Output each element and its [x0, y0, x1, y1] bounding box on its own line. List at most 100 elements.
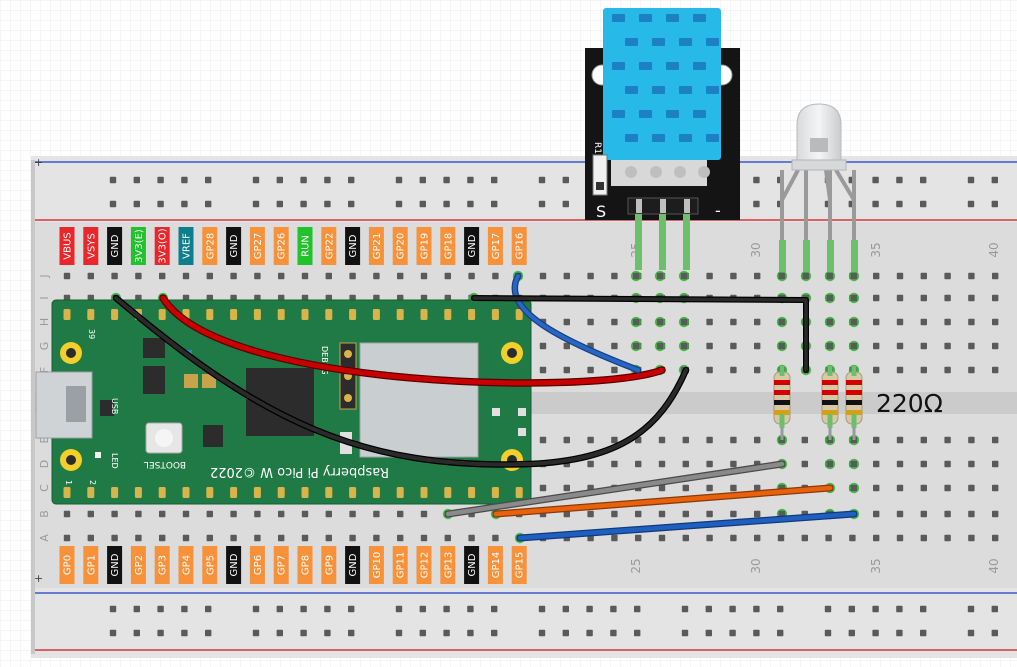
breadboard-hole [252, 629, 260, 637]
breadboard-hole [729, 605, 736, 613]
breadboard-hole [754, 484, 761, 492]
column-number: 40 [987, 242, 1001, 257]
breadboard-hole [395, 200, 403, 208]
breadboard-hole [562, 605, 569, 613]
breadboard-hole [492, 272, 499, 280]
breadboard-hole [682, 510, 689, 518]
pin-label: GND [107, 227, 123, 265]
breadboard-hole [325, 272, 332, 280]
svg-text:GP5: GP5 [205, 555, 216, 575]
breadboard-hole [491, 176, 498, 184]
breadboard-hole [539, 342, 547, 350]
svg-text:GP22: GP22 [324, 233, 335, 260]
board-pad [491, 487, 499, 498]
breadboard-hole [587, 460, 594, 468]
breadboard-hole [635, 460, 642, 468]
breadboard-hole [968, 294, 975, 302]
breadboard-hole [420, 272, 428, 280]
svg-text:GP26: GP26 [277, 233, 288, 260]
breadboard-hole [658, 436, 666, 444]
resistor-220-ohm [773, 366, 791, 440]
breadboard-hole [538, 176, 546, 184]
column-number: 35 [869, 242, 883, 257]
breadboard-hole [873, 342, 880, 350]
breadboard-hole [992, 272, 999, 280]
pin-label-1: 1 [64, 480, 73, 485]
pin-label: GP3 [154, 546, 170, 584]
breadboard-hole [992, 318, 999, 326]
pin-label: GP10 [368, 546, 384, 584]
breadboard-hole [968, 484, 975, 492]
board-pad [301, 309, 309, 320]
board-pad [444, 487, 452, 498]
svg-text:GND: GND [348, 234, 359, 257]
svg-text:GP13: GP13 [443, 552, 454, 579]
breadboard-hole [920, 629, 927, 637]
breadboard-hole [754, 318, 761, 326]
breadboard-hole [563, 272, 570, 280]
breadboard-hole [587, 366, 594, 374]
breadboard-hole [348, 176, 355, 184]
pin-label: GP26 [273, 227, 289, 265]
breadboard-hole [968, 366, 975, 374]
breadboard-hole [920, 605, 927, 613]
breadboard-hole [730, 534, 737, 542]
breadboard-hole [324, 176, 331, 184]
svg-text:VSYS: VSYS [86, 233, 97, 259]
breadboard-hole [205, 176, 212, 184]
breadboard-hole [444, 534, 451, 542]
column-number: 25 [629, 558, 643, 573]
breadboard-hole [896, 342, 904, 350]
pin-label: GP20 [392, 227, 408, 265]
breadboard-hole [706, 510, 713, 518]
breadboard-hole [252, 605, 260, 613]
breadboard-hole [824, 316, 836, 328]
svg-text:GP10: GP10 [372, 552, 383, 579]
breadboard-hole [397, 534, 404, 542]
pin-label: GP5 [202, 546, 218, 584]
breadboard-hole [63, 510, 71, 518]
breadboard-hole [159, 272, 166, 280]
breadboard-hole [634, 629, 641, 637]
svg-text:GND: GND [348, 553, 359, 576]
board-pad [325, 487, 333, 498]
board-pad [253, 487, 261, 498]
breadboard-hole [300, 176, 307, 184]
svg-text:GP28: GP28 [205, 233, 216, 260]
breadboard-hole [538, 200, 546, 208]
breadboard-hole [706, 484, 713, 492]
breadboard-hole [873, 510, 880, 518]
sensor-leg-gnd [683, 214, 690, 270]
breadboard-hole [278, 510, 285, 518]
breadboard-hole [276, 176, 283, 184]
breadboard-hole [611, 366, 618, 374]
board-pad [277, 487, 285, 498]
breadboard-hole [872, 629, 879, 637]
pin-label: GP8 [297, 546, 313, 584]
breadboard-hole [301, 534, 309, 542]
board-pad [420, 487, 428, 498]
board-pad [182, 487, 190, 498]
breadboard-hole [896, 460, 904, 468]
board-pad [396, 309, 404, 320]
breadboard-hole [611, 272, 618, 280]
breadboard-hole [944, 534, 951, 542]
resistor-220-ohm [821, 366, 839, 440]
svg-text:GP16: GP16 [515, 233, 526, 260]
breadboard-hole [467, 176, 474, 184]
rgb-led [779, 103, 858, 272]
board-pad [349, 309, 357, 320]
board-pad [468, 309, 476, 320]
svg-text:GP17: GP17 [491, 233, 502, 260]
board-pad [206, 309, 214, 320]
breadboard-hole [992, 436, 999, 444]
breadboard-hole [610, 605, 617, 613]
breadboard-hole [848, 340, 860, 352]
breadboard-hole [992, 484, 999, 492]
breadboard-hole [538, 629, 546, 637]
board-pad [349, 487, 357, 498]
breadboard-hole [491, 200, 498, 208]
breadboard-hole [967, 605, 975, 613]
breadboard-hole [587, 318, 594, 326]
